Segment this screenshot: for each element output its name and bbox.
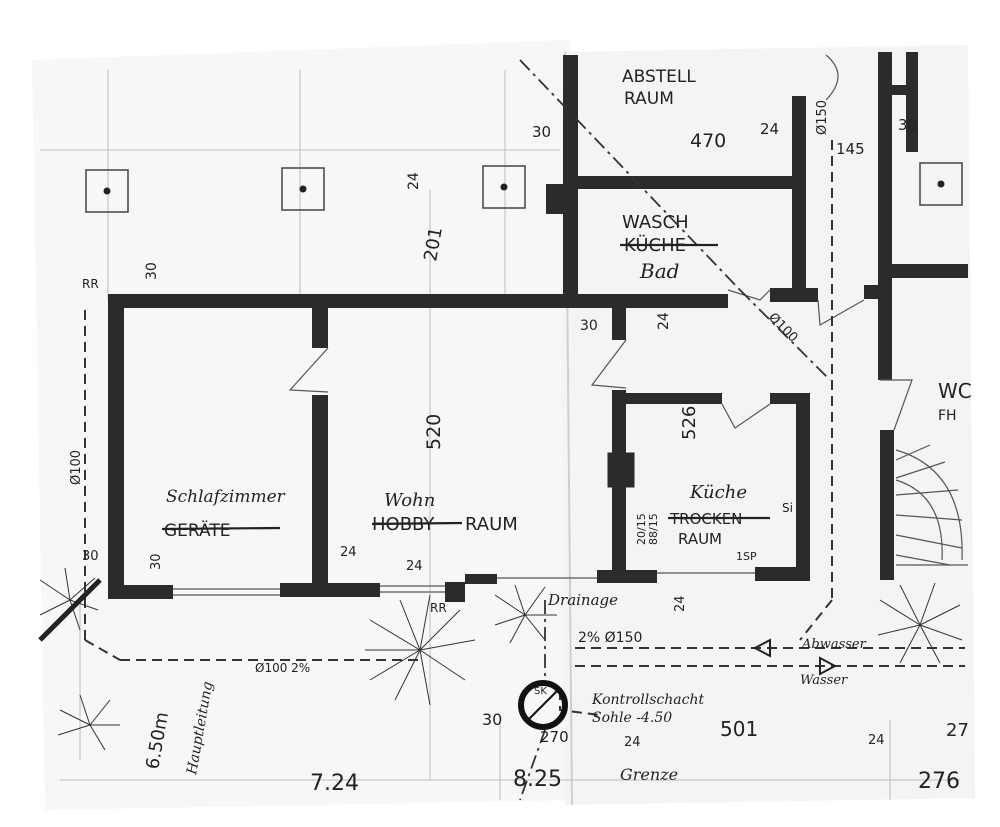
strike-geraete bbox=[161, 526, 281, 531]
svg-text:RR: RR bbox=[82, 277, 99, 291]
room-label-wasch: WASCH KÜCHE Bad bbox=[622, 212, 689, 283]
svg-text:Schlafzimmer: Schlafzimmer bbox=[166, 487, 286, 507]
svg-text:526: 526 bbox=[679, 406, 700, 440]
svg-text:20/15: 20/15 bbox=[635, 513, 648, 545]
svg-text:1SP: 1SP bbox=[736, 550, 757, 563]
svg-text:Ø150: Ø150 bbox=[815, 100, 830, 135]
svg-text:276: 276 bbox=[918, 769, 960, 794]
window-openings bbox=[173, 572, 755, 596]
svg-text:145: 145 bbox=[836, 140, 865, 158]
annotation-labels: RR RR Drainage Abwasser Wasser Kontrolls… bbox=[82, 277, 867, 784]
svg-text:520: 520 bbox=[423, 414, 445, 450]
svg-text:27: 27 bbox=[946, 720, 969, 741]
svg-text:8.25: 8.25 bbox=[513, 767, 562, 792]
svg-text:30: 30 bbox=[82, 549, 99, 564]
svg-text:470: 470 bbox=[690, 130, 726, 152]
svg-text:RAUM: RAUM bbox=[465, 514, 518, 535]
svg-text:Kontrollschacht: Kontrollschacht bbox=[591, 692, 704, 708]
svg-text:Bad: Bad bbox=[639, 259, 679, 283]
svg-text:FH: FH bbox=[938, 408, 957, 424]
svg-text:HOBBY: HOBBY bbox=[372, 514, 435, 535]
svg-text:270: 270 bbox=[540, 728, 569, 746]
room-label-wohn: Wohn HOBBY RAUM bbox=[372, 490, 518, 535]
kontrollschacht-manhole bbox=[518, 680, 568, 730]
svg-text:ABSTELL: ABSTELL bbox=[622, 67, 696, 87]
svg-text:Wohn: Wohn bbox=[384, 490, 435, 511]
svg-text:Ø100 2%: Ø100 2% bbox=[255, 661, 310, 675]
staircase bbox=[895, 444, 968, 566]
svg-text:KÜCHE: KÜCHE bbox=[624, 234, 686, 256]
svg-text:TROCKEN: TROCKEN bbox=[669, 510, 742, 528]
svg-text:30: 30 bbox=[482, 710, 502, 729]
svg-text:24: 24 bbox=[340, 545, 357, 560]
strike-hobby bbox=[371, 521, 463, 526]
room-label-schlaf: Schlafzimmer GERÄTE bbox=[164, 487, 286, 541]
svg-text:24: 24 bbox=[673, 595, 688, 612]
svg-text:SK: SK bbox=[534, 686, 547, 697]
room-label-kueche: Küche TROCKEN RAUM bbox=[669, 482, 747, 548]
paper-sheet-left bbox=[32, 40, 580, 810]
svg-text:RR: RR bbox=[430, 601, 447, 615]
svg-text:WC: WC bbox=[938, 379, 972, 403]
door-swings bbox=[288, 54, 913, 431]
column-markers bbox=[85, 162, 963, 213]
svg-text:30: 30 bbox=[580, 318, 598, 334]
svg-text:Sohle -4.50: Sohle -4.50 bbox=[592, 710, 672, 726]
svg-text:RAUM: RAUM bbox=[624, 89, 674, 109]
svg-text:Abwasser: Abwasser bbox=[801, 637, 867, 652]
svg-text:Drainage: Drainage bbox=[547, 591, 618, 609]
svg-text:30: 30 bbox=[149, 553, 164, 570]
svg-text:Grenze: Grenze bbox=[620, 765, 678, 784]
hauptleitung-line bbox=[38, 578, 102, 642]
room-label-wc: WC FH bbox=[938, 379, 972, 424]
room-label-abstell: ABSTELL RAUM bbox=[622, 67, 696, 109]
svg-text:Küche: Küche bbox=[689, 482, 747, 503]
svg-text:88/15: 88/15 bbox=[647, 513, 660, 545]
svg-text:Si: Si bbox=[782, 501, 793, 515]
shrubs bbox=[39, 567, 963, 751]
svg-text:30: 30 bbox=[898, 116, 917, 134]
svg-text:24: 24 bbox=[406, 172, 422, 190]
flow-arrows bbox=[752, 638, 838, 676]
svg-text:24: 24 bbox=[406, 559, 423, 574]
paper-sheet-right bbox=[560, 45, 975, 805]
svg-text:WASCH: WASCH bbox=[622, 212, 689, 233]
svg-text:Wasser: Wasser bbox=[800, 673, 848, 688]
svg-text:GERÄTE: GERÄTE bbox=[164, 520, 230, 541]
svg-text:Ø100: Ø100 bbox=[69, 450, 84, 485]
grid-lines bbox=[40, 70, 960, 800]
svg-text:30: 30 bbox=[144, 262, 160, 280]
walls bbox=[108, 52, 968, 602]
svg-text:24: 24 bbox=[760, 120, 779, 138]
svg-text:RAUM: RAUM bbox=[678, 530, 722, 548]
svg-text:24: 24 bbox=[624, 735, 641, 750]
svg-text:24: 24 bbox=[656, 312, 672, 330]
svg-text:2% Ø150: 2% Ø150 bbox=[578, 630, 642, 646]
svg-text:24: 24 bbox=[868, 733, 885, 748]
svg-text:30: 30 bbox=[532, 123, 551, 141]
svg-text:7.24: 7.24 bbox=[310, 771, 359, 796]
svg-text:501: 501 bbox=[720, 717, 758, 741]
